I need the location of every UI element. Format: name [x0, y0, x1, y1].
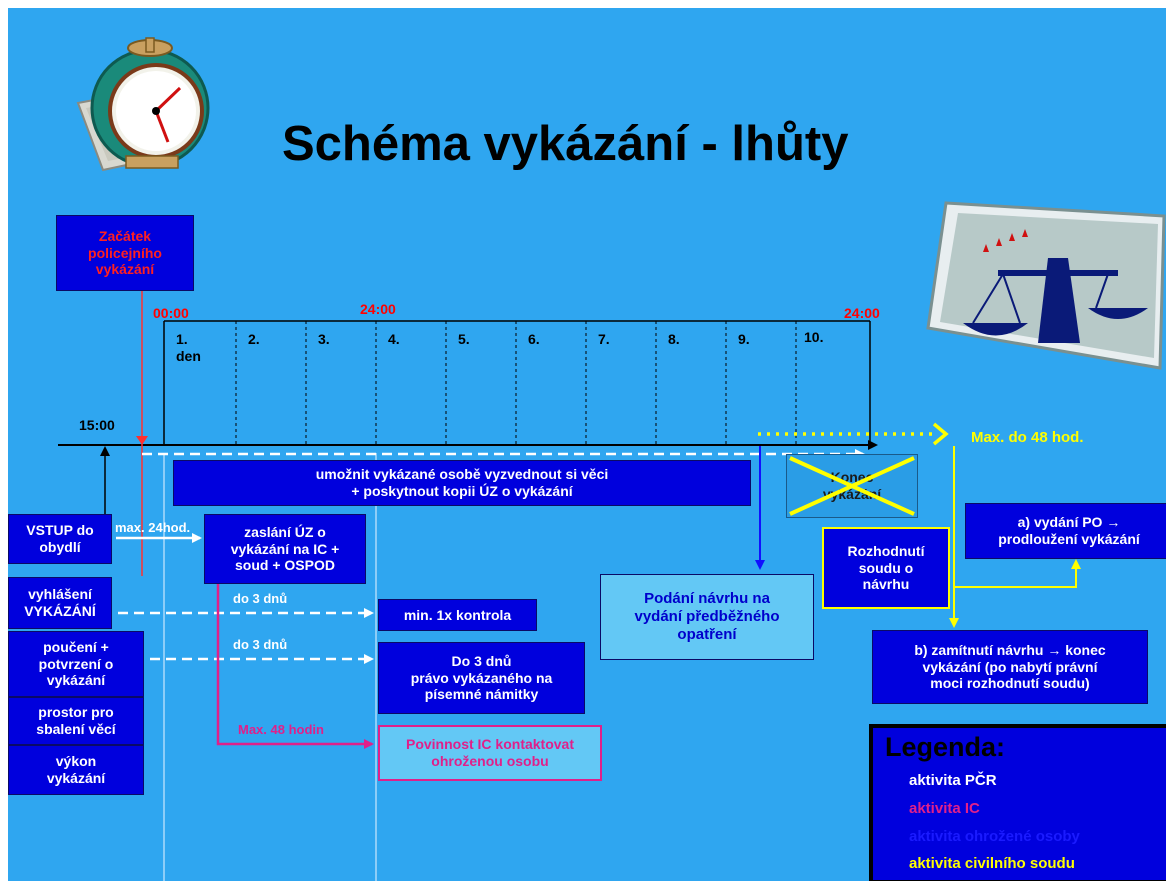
- legend-item-police: aktivita PČR: [909, 772, 997, 789]
- connector-layer: [58, 37, 1166, 881]
- max24-label: max. 24hod.: [115, 520, 191, 535]
- day-label: 5.: [458, 331, 470, 347]
- day-label: 8.: [668, 331, 680, 347]
- time-start-label: 00:00: [153, 305, 189, 321]
- time-mid-label: 24:00: [360, 301, 396, 317]
- proposal-box: Podání návrhu na vydání předběžného opat…: [600, 574, 814, 660]
- packing-space-box: prostor pro sbalení věcí: [8, 697, 144, 745]
- execution-box: výkon vykázání: [8, 745, 144, 795]
- ic-contact-box: Povinnost IC kontaktovat ohroženou osobu: [378, 725, 602, 781]
- time-end-label: 24:00: [844, 305, 880, 321]
- clock-icon: [76, 37, 210, 172]
- send-report-box: zaslání ÚZ o vykázání na IC + soud + OSP…: [204, 514, 366, 584]
- day-label: 6.: [528, 331, 540, 347]
- grant-po-box: a) vydání PO → prodloužení vykázání: [965, 503, 1166, 559]
- legend-item-ic: aktivita IC: [909, 800, 980, 817]
- day-label: 9.: [738, 331, 750, 347]
- entry-time-label: 15:00: [79, 417, 115, 433]
- court-grant-arrow: [954, 559, 1081, 588]
- day-label: 7.: [598, 331, 610, 347]
- cross-out-icon: [789, 456, 915, 516]
- end-box-wrapper: Konec vykázání: [786, 454, 918, 518]
- legend-box: Legenda: aktivita PČR aktivita IC aktivi…: [869, 724, 1166, 881]
- slide: { "title": "Schéma vykázání - lhůty", "s…: [8, 8, 1166, 881]
- page-title: Schéma vykázání - lhůty: [282, 117, 849, 171]
- ic-arrow: [216, 584, 374, 749]
- day-label: 3.: [318, 331, 330, 347]
- legend-item-court: aktivita civilního soudu: [909, 855, 1075, 872]
- do3-label-2: do 3 dnů: [233, 637, 288, 652]
- day-label: 4.: [388, 331, 400, 347]
- day-label: 1. den: [176, 331, 201, 364]
- start-marker-icon: [136, 436, 148, 445]
- control-box: min. 1x kontrola: [378, 599, 537, 631]
- police-start-box: Začátek policejního vykázání: [56, 215, 194, 291]
- day-label: 10.: [804, 329, 824, 345]
- max48-court-label: Max. do 48 hod.: [971, 429, 1084, 446]
- legend-title: Legenda:: [885, 732, 1006, 762]
- day-label: 2.: [248, 331, 260, 347]
- day-grid: [163, 320, 871, 446]
- court-dotted-arrowhead: [932, 422, 949, 446]
- instruction-box: poučení + potvrzení o vykázání: [8, 631, 144, 697]
- legend-item-person: aktivita ohrožené osoby: [909, 828, 1080, 845]
- announce-box: vyhlášení VYKÁZÁNÍ: [8, 577, 112, 629]
- do3-label-1: do 3 dnů: [233, 591, 288, 606]
- objections-box: Do 3 dnů právo vykázaného na písemné nám…: [378, 642, 585, 714]
- max48-ic-label: Max. 48 hodin: [238, 722, 324, 737]
- court-decision-box: Rozhodnutí soudu o návrhu: [822, 527, 950, 609]
- collect-belongings-box: umožnit vykázané osobě vyzvednout si věc…: [173, 460, 751, 506]
- scales-icon: [926, 201, 1166, 370]
- home-entry-box: VSTUP do obydlí: [8, 514, 112, 564]
- reject-proposal-box: b) zamítnutí návrhu → konec vykázání (po…: [872, 630, 1148, 704]
